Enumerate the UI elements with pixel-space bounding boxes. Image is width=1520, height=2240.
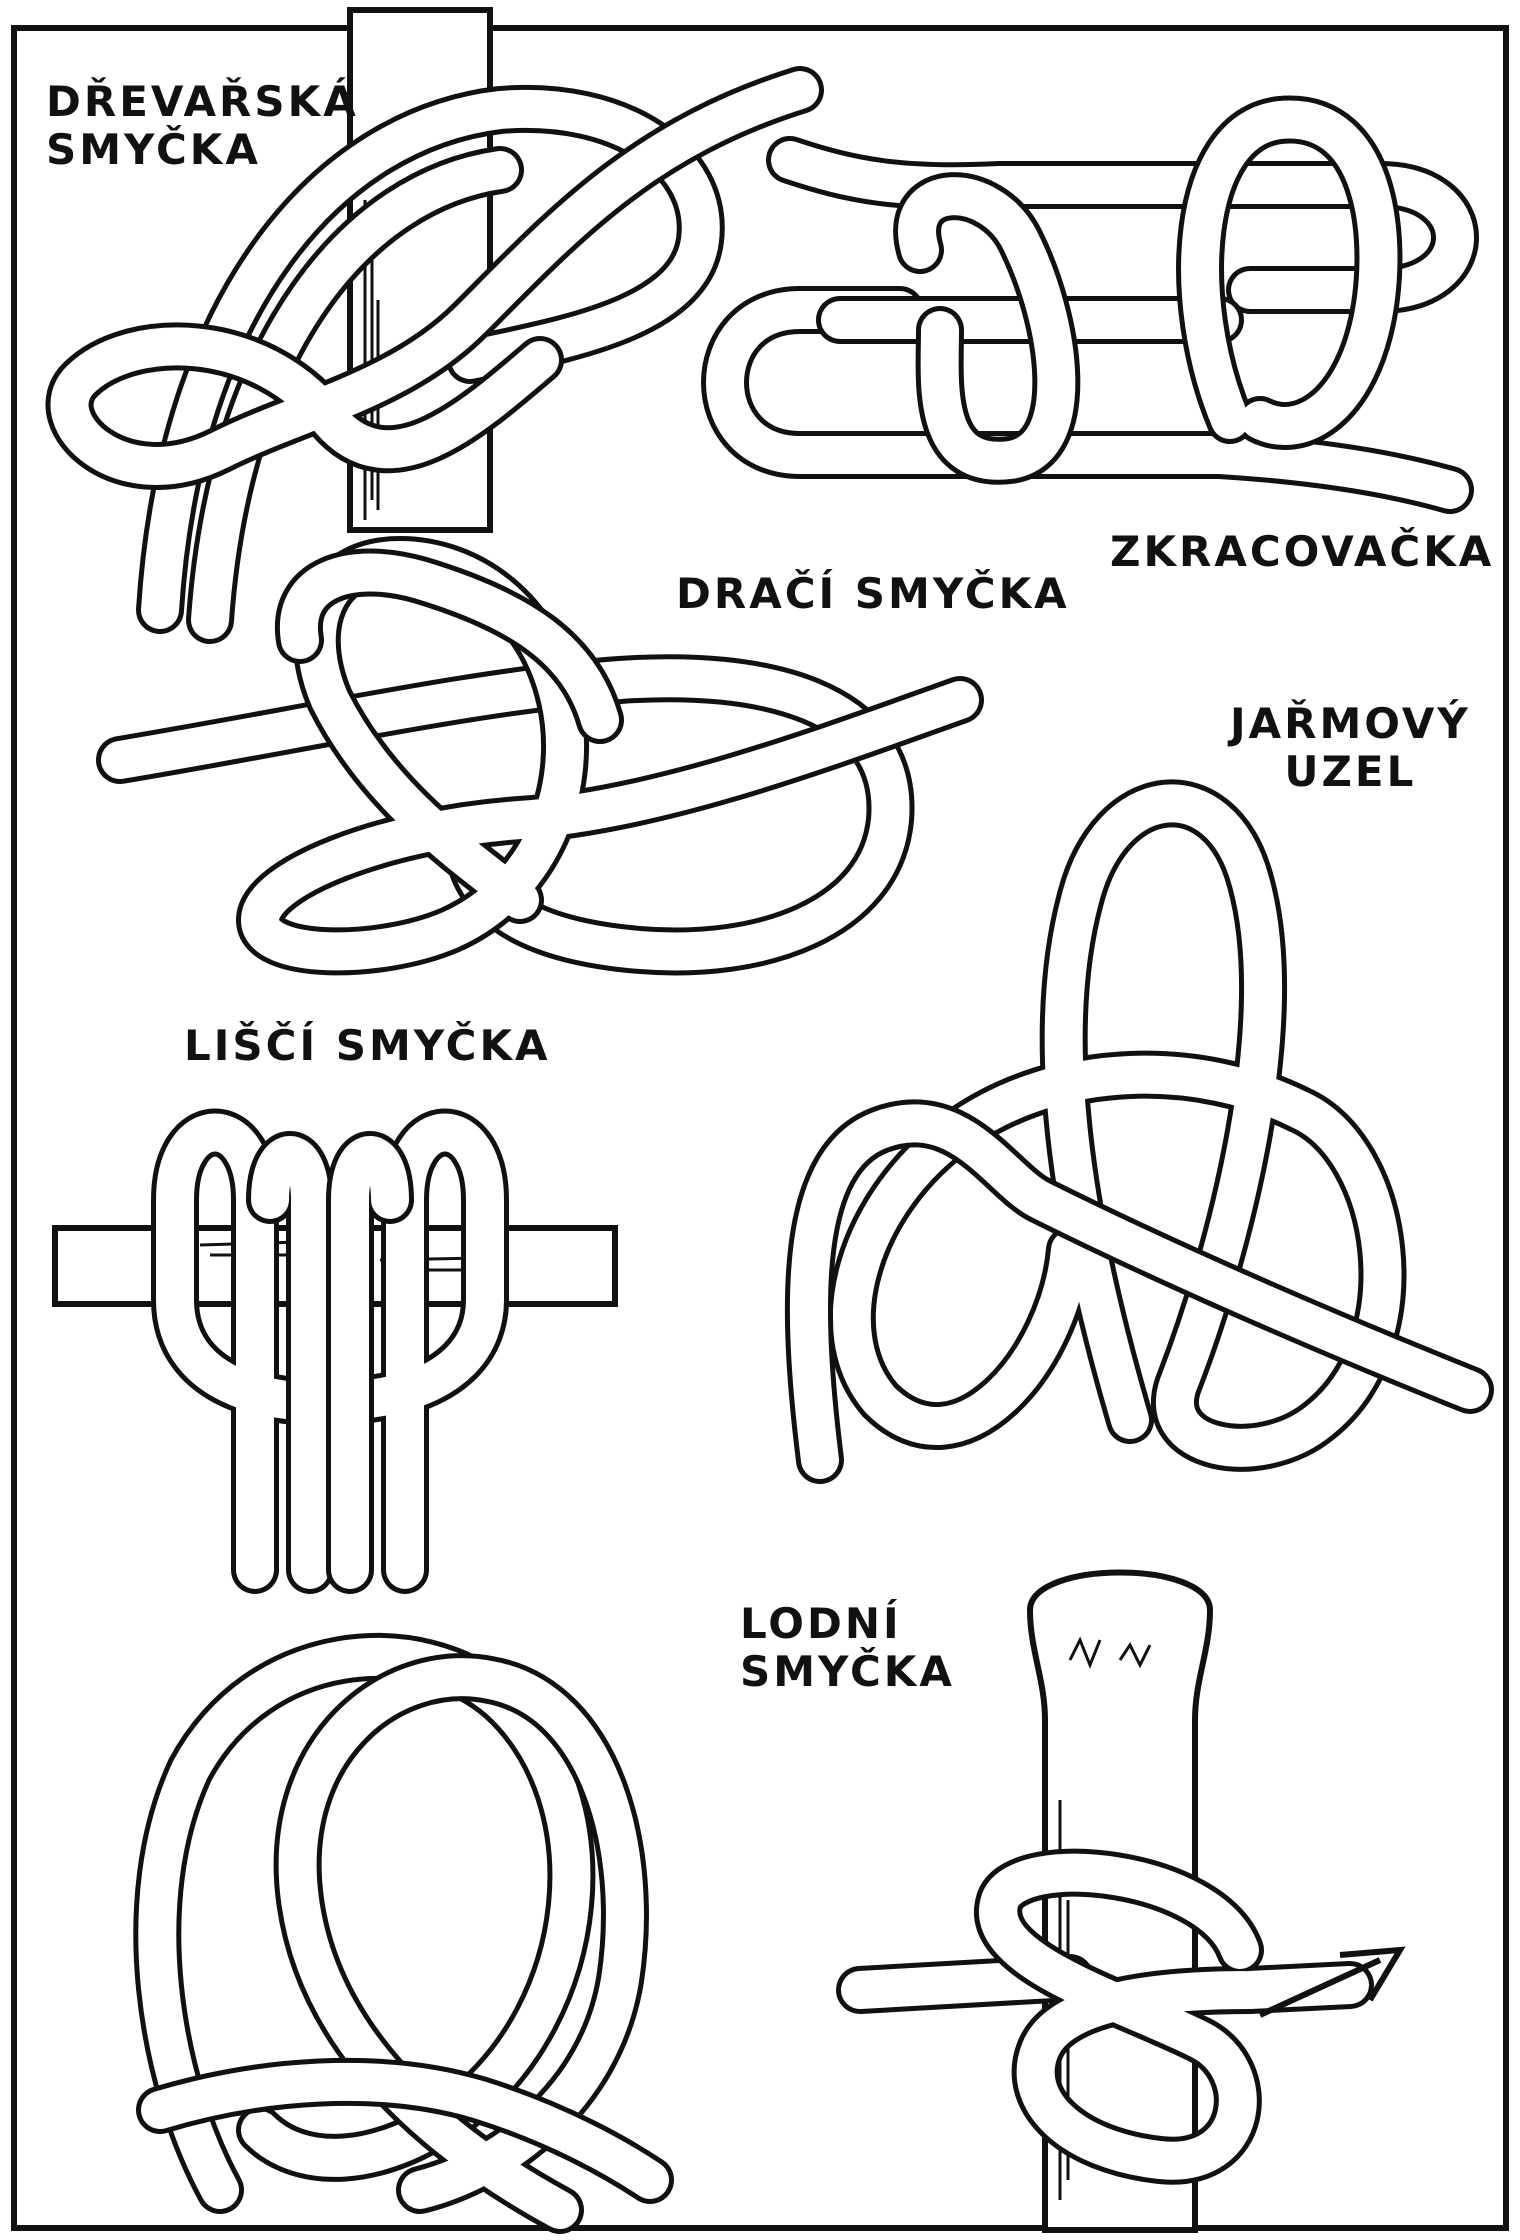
label-zkracovacka: ZKRACOVAČKA bbox=[1110, 528, 1494, 576]
knot-loop-bottom-left-drawing bbox=[157, 1657, 650, 2210]
label-drevarska: DŘEVAŘSKÁ SMYČKA bbox=[46, 78, 359, 175]
label-jarmovy: JAŘMOVÝ UZEL bbox=[1230, 700, 1471, 797]
label-draci: DRAČÍ SMYČKA bbox=[676, 570, 1070, 618]
knot-zkracovacka-drawing bbox=[725, 119, 1455, 490]
knot-draci-drawing bbox=[120, 560, 960, 951]
knot-lisci-drawing bbox=[55, 1133, 615, 1571]
knot-jarmovy-drawing bbox=[809, 803, 1470, 1460]
label-lodni: LODNÍ SMYČKA bbox=[740, 1600, 955, 1697]
label-lisci: LIŠČÍ SMYČKA bbox=[184, 1022, 551, 1070]
